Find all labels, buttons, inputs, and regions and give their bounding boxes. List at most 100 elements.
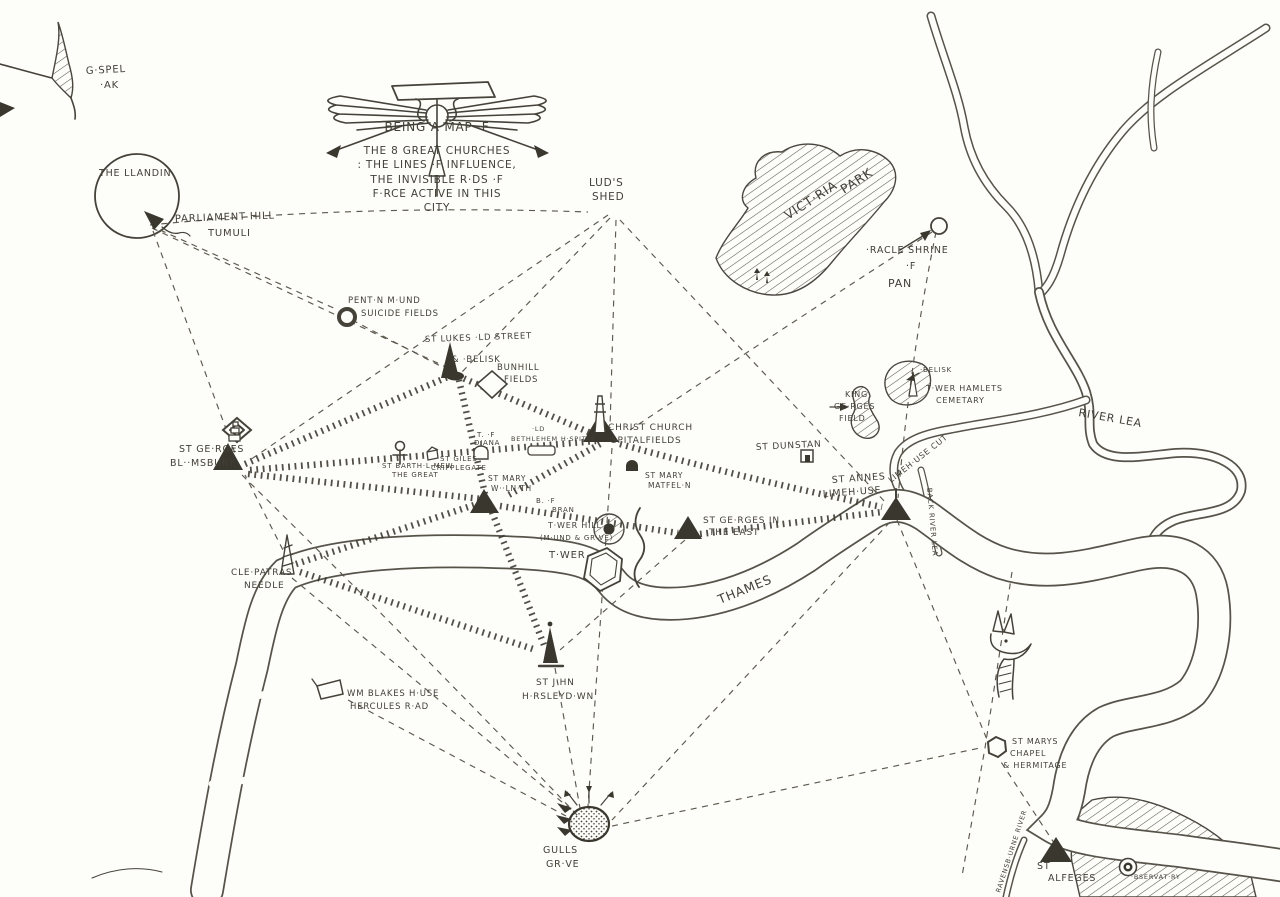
label-tower: T·WER: [548, 550, 585, 561]
line-horselydown-gulls: [554, 667, 581, 809]
label-cemetery-2: CEMETARY: [936, 396, 985, 405]
line-llandin-penton: [159, 229, 339, 311]
label-woolnoth-2: W··LN·TH: [491, 484, 532, 493]
st-marys-chapel-icon: [986, 735, 1008, 759]
label-tower-hill-2: (M·UND & GR·VE): [540, 534, 613, 542]
emblem-slab: [391, 81, 496, 101]
label-chapel-3: & HERMITAGE: [1003, 761, 1067, 770]
river-thames: [190, 488, 1280, 897]
rod-woolnoth-georgeeast: [499, 502, 679, 537]
winged-disk-emblem: [326, 81, 549, 197]
label-christchurch-2: SPITALFIELDS: [611, 436, 682, 446]
llandin-circle: [94, 153, 180, 239]
label-title-1: BEING A MAP ·F: [385, 120, 490, 134]
label-gulls-1: GULLS: [543, 845, 578, 856]
king-field-arrow-icon: [829, 403, 849, 411]
blake-house-icon: [311, 678, 344, 700]
label-giles-2: CRIPPLEGATE: [431, 464, 487, 472]
rod-bloomsbury-woolnoth: [247, 470, 483, 503]
tower-stream: [633, 507, 646, 588]
label-title-6: CITY: [424, 202, 450, 214]
label-st-annes-1: ST ANNES: [831, 471, 886, 486]
label-diana-2: DIANA: [474, 439, 500, 447]
label-observatory: ·BSERVAT·RY: [1131, 873, 1181, 881]
tower-hamlets-cemetery-area: [884, 360, 932, 406]
line-needle-bloomsbury: [244, 474, 289, 561]
label-george-east-1: ST GE·RGES IN: [703, 516, 780, 526]
penton-mound-icon: [337, 307, 357, 327]
label-luds-shed-2: SHED: [592, 191, 624, 203]
gospel-oak-wedge: [51, 21, 74, 100]
label-alfege-1: ST: [1037, 861, 1050, 872]
label-giles-1: ST GILES: [440, 455, 478, 463]
label-woolnoth-1: ST MARY: [488, 474, 526, 483]
gospel-oak-shoreline: [0, 63, 77, 120]
rod-woolnoth-horselydown: [488, 510, 548, 647]
tower-hill-mound-icon: [593, 513, 625, 545]
label-diana-1: T. ·F: [476, 431, 495, 439]
label-chapel-1: ST MARYS: [1012, 737, 1058, 746]
cleopatra-needle-icon: [280, 534, 295, 575]
line-luds-stlukes: [461, 217, 611, 373]
label-king-field-3: FIELD: [839, 414, 866, 423]
emblem-arm-left: [333, 125, 403, 152]
influence-lines-layer: [149, 209, 1057, 877]
label-alfege-2: ALFEGES: [1048, 873, 1096, 884]
label-oracle-shrine-1: ·RACLE SHRINE: [866, 245, 949, 256]
george-east-icon: [674, 516, 702, 539]
coast-layer: [0, 63, 180, 879]
oracle-arrow-icon: [899, 230, 931, 251]
label-penton-mound-1: PENT·N M·UND: [348, 296, 421, 306]
label-tower-hill-1: T·WER HILL: [547, 521, 602, 530]
obelisk-arrow-icon: [906, 372, 920, 381]
label-cleopatra-2: NEEDLE: [244, 581, 285, 591]
line-llandin-stlukes: [151, 227, 449, 369]
matfelon-icon: [626, 460, 638, 471]
king-georges-field-area: [850, 385, 880, 439]
label-bartholomew-2: THE GREAT: [391, 471, 439, 479]
bridge-gap-2: [208, 776, 252, 788]
st-lukes-obelisk-icon: [441, 342, 464, 381]
label-title-4: THE INVISIBLE R·DS ·F: [369, 174, 503, 186]
label-christchurch-1: CHRIST CHURCH: [608, 423, 693, 433]
label-bran-2: BRAN: [552, 506, 575, 514]
st-alfege-icon: [1040, 837, 1072, 862]
line-luds-stannes: [619, 219, 887, 504]
line-luds-bloomsbury: [249, 214, 609, 461]
line-georgeeast-horselydown: [559, 539, 686, 651]
label-chapel-2: CHAPEL: [1010, 749, 1046, 758]
line-blackwall-greenwich: [961, 571, 1013, 877]
label-bethlehem-2: BETHLEHEM H·SPITAL: [511, 435, 596, 443]
rod-needle-horselydown: [298, 568, 538, 654]
line-gulls-chapel: [611, 747, 981, 827]
label-gulls-2: GR·VE: [546, 859, 579, 870]
christchurch-spire-icon: [583, 395, 619, 442]
label-oracle-shrine-2: ·F: [906, 261, 916, 272]
label-bartholomew-1: ST BARTH·L·MEW: [382, 462, 453, 470]
label-bran-1: B. ·F: [536, 497, 556, 505]
gulls-grove-icon: [556, 786, 614, 843]
label-st-lukes: ST LUKES ·LD STREET: [425, 331, 532, 345]
label-parliament-hill-2: TUMULI: [207, 228, 251, 239]
label-bethlehem-1: ·LD: [532, 425, 545, 433]
label-matfelon-1: ST MARY: [645, 471, 683, 480]
line-needle-gulls: [291, 577, 575, 813]
label-st-lukes-obelisk: & ·BELISK: [452, 355, 501, 365]
line-shrine-stannes: [897, 231, 937, 499]
label-st-annes-2: LIMEH·USE: [822, 485, 881, 500]
label-george-east-2: THE EAST: [708, 528, 759, 538]
rod-bloomsbury-christchurch: [249, 437, 597, 474]
wing-left-icon: [327, 95, 431, 131]
page-edge-wedge: [0, 102, 15, 117]
st-giles-house-icon: [426, 446, 439, 461]
line-penton-stlukes: [351, 319, 449, 371]
label-bloomsbury-2: BL··MSBURY: [170, 458, 235, 469]
emblem-obelisk-icon: [428, 144, 446, 177]
label-king-field-2: GE·RGES: [834, 402, 875, 411]
bridge-gap-1: [228, 690, 272, 704]
label-dunstan: ST DUNSTAN: [756, 440, 822, 453]
wing-right-icon: [443, 95, 547, 131]
woolnoth-icon: [470, 489, 499, 513]
label-title-5: F·RCE ACTIVE IN THIS: [373, 188, 502, 200]
emblem-arrow-right: [534, 145, 549, 158]
